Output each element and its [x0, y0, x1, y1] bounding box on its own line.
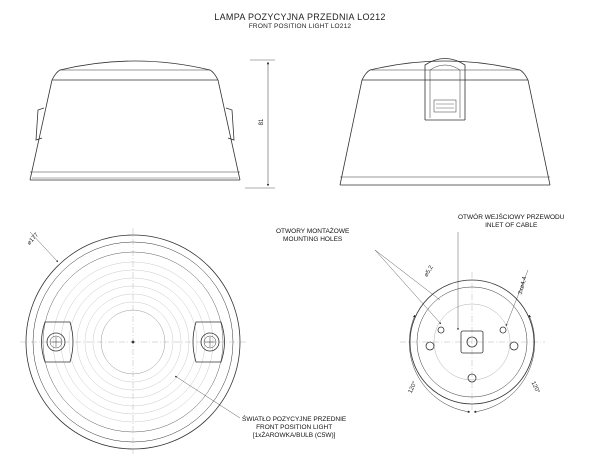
- side-view-front: [29, 59, 275, 189]
- callout-light-pl: ŚWIATŁO POZYCYJNE PRZEDNIE: [242, 416, 347, 423]
- callout-inlet-cable-en: INLET OF CABLE: [485, 222, 538, 229]
- rear-view-mounting: [374, 232, 545, 413]
- drawing-subtitle: FRONT POSITION LIGHT LO212: [248, 23, 352, 30]
- angle-right-dimension: 120°: [530, 381, 541, 395]
- diameter-dimension: ⌀177: [26, 232, 40, 247]
- drawing-title: LAMPA POZYCYJNA PRZEDNIA LO212: [214, 12, 386, 22]
- callout-light: ŚWIATŁO POZYCYJNE PRZEDNIE FRONT POSITIO…: [242, 416, 346, 440]
- callout-mounting-holes: OTWORY MONTAŻOWE MOUNTING HOLES: [276, 228, 349, 244]
- hole-size-dimension: 3x⌀4,4: [518, 275, 529, 295]
- side-view-rear: [339, 58, 551, 186]
- front-view-lens: [20, 228, 246, 456]
- angle-left-dimension: 120°: [408, 380, 419, 394]
- callout-inlet-cable-pl: OTWÓR WEJŚCIOWY PRZEWODU: [458, 214, 565, 221]
- callout-mounting-holes-pl: OTWORY MONTAŻOWE: [276, 228, 350, 235]
- height-dimension: 81: [259, 118, 265, 125]
- callout-inlet-cable: OTWÓR WEJŚCIOWY PRZEWODU INLET OF CABLE: [458, 214, 564, 230]
- callout-mounting-holes-en: MOUNTING HOLES: [283, 236, 343, 243]
- hole-diameter-dimension: ⌀5,2: [424, 264, 436, 278]
- callout-light-bulb: [1xŻAROWKA/BULB (C5W)]: [252, 432, 336, 439]
- callout-light-en: FRONT POSITION LIGHT: [256, 424, 333, 431]
